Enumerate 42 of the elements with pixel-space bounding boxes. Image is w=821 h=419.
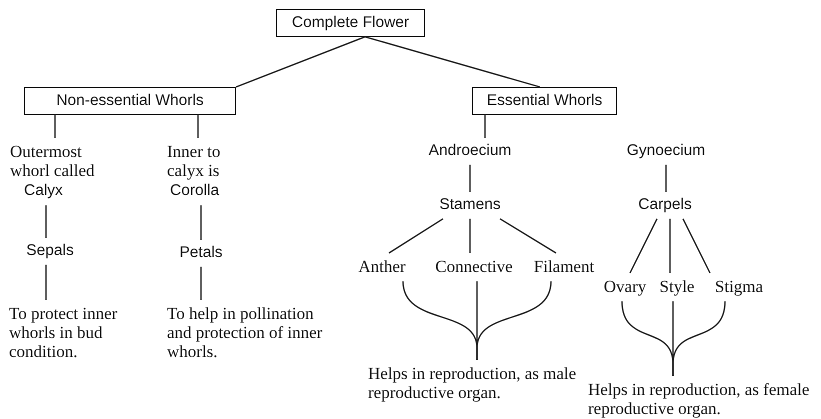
part-label: Stamens [420, 196, 520, 214]
connector-line [665, 164, 667, 192]
description-text: Style [654, 277, 700, 296]
connector-line [682, 218, 711, 274]
description-text: Filament [526, 257, 602, 276]
connector-line [364, 36, 540, 88]
part-label: Carpels [620, 196, 710, 214]
description-text: Anther [352, 257, 412, 276]
connector-line [54, 114, 56, 138]
connector-line [469, 164, 471, 192]
part-label: Androecium [410, 142, 530, 160]
connector-line [500, 218, 556, 254]
connector-line [236, 36, 366, 88]
connector-line [200, 205, 202, 240]
description-text: Helps in reproduction, as male reproductive organ. [368, 364, 583, 402]
connector-line [45, 264, 47, 300]
connector-line [629, 218, 658, 274]
connector-line [45, 205, 47, 238]
description-text: Inner to calyx is [167, 142, 222, 180]
curved-connector [476, 281, 552, 360]
connector-line [197, 114, 199, 138]
part-label: Sepals [10, 242, 90, 260]
description-text: Outermost whorl called [10, 142, 96, 180]
connector-line [200, 266, 202, 300]
description-text: To protect inner whorls in bud condition. [9, 304, 149, 362]
connector-line [484, 114, 486, 138]
description-text: Ovary [598, 277, 652, 296]
description-text: Stigma [706, 277, 772, 296]
category-box: Essential Whorls [472, 87, 617, 115]
connector-line [388, 218, 444, 254]
description-text: To help in pollination and protection of inner whorls. [167, 304, 342, 362]
part-label: Petals [161, 244, 241, 262]
part-label: Gynoecium [610, 142, 722, 160]
part-label: Corolla [169, 182, 220, 200]
category-box: Complete Flower [276, 9, 425, 37]
description-text: Connective [426, 257, 522, 276]
part-label: Calyx [23, 182, 64, 200]
curved-connector [672, 301, 726, 376]
category-box: Non-essential Whorls [24, 87, 236, 115]
connector-line [669, 218, 671, 273]
connector-line [469, 218, 471, 253]
description-text: Helps in reproduction, as female reproductive organ. [588, 380, 821, 418]
